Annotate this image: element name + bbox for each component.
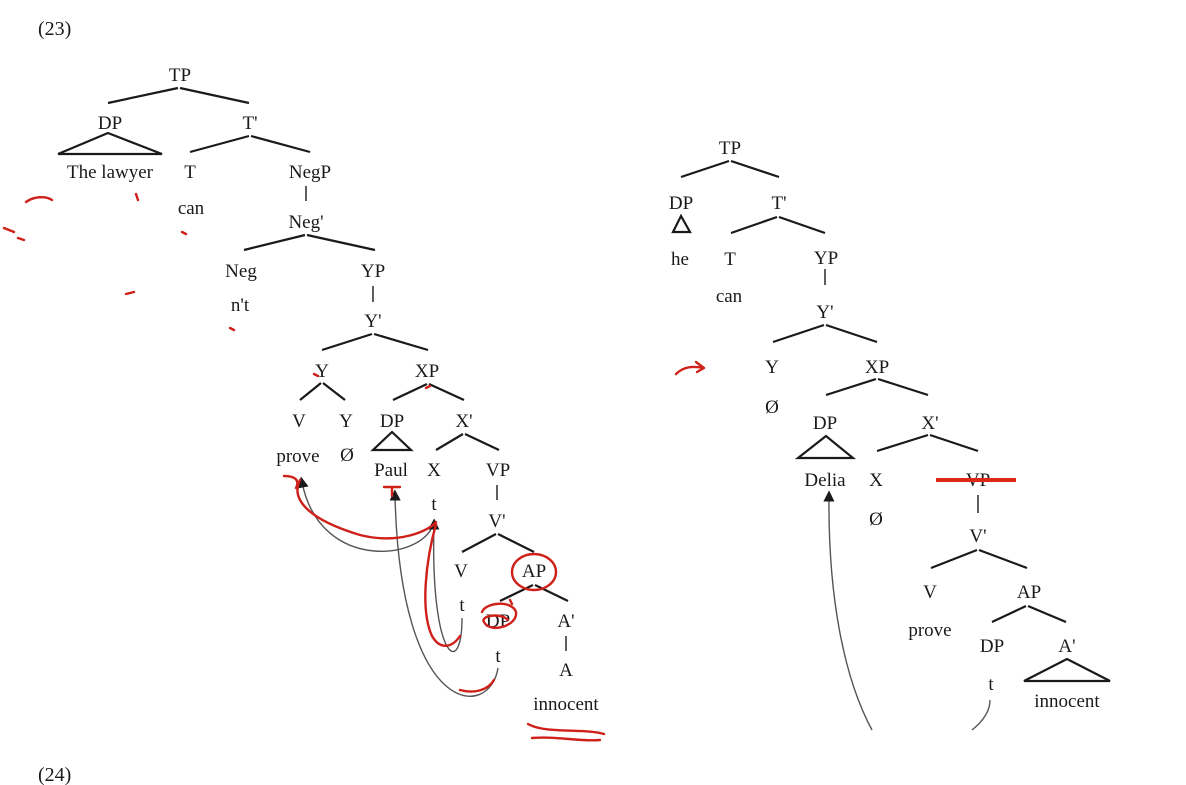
leaf-paul: Paul [374, 460, 408, 481]
leaf-trace-v: t [459, 595, 465, 616]
node-yp: YP [361, 261, 385, 282]
leaf-nt: n't [231, 295, 250, 316]
node-y-bar: Y' [816, 302, 833, 323]
leaf-null-y: Ø [340, 445, 354, 466]
node-v: V [923, 582, 937, 603]
node-t: T [724, 249, 736, 270]
node-xp: XP [415, 361, 439, 382]
example-number-24: (24) [38, 764, 71, 785]
node-negp: NegP [289, 162, 331, 183]
node-tp: TP [169, 65, 191, 86]
leaf-trace: t [988, 674, 994, 695]
left-tree-red-annotations [2, 192, 606, 742]
node-yp: YP [814, 248, 838, 269]
node-dp-lower: DP [980, 636, 1004, 657]
leaf-null-y: Ø [765, 397, 779, 418]
right-tree-branches [671, 159, 1111, 683]
left-tree-branches [57, 86, 569, 651]
leaf-the-lawyer: The lawyer [67, 162, 154, 183]
node-dp-paul: DP [380, 411, 404, 432]
leaf-null-x: Ø [869, 509, 883, 530]
node-y: Y [765, 357, 779, 378]
node-x-bar: X' [455, 411, 472, 432]
node-xp: XP [865, 357, 889, 378]
leaf-trace-dp: t [495, 646, 501, 667]
leaf-innocent: innocent [1034, 691, 1100, 712]
right-tree-red-annotations [674, 360, 1016, 482]
node-v-lower: V [454, 561, 468, 582]
leaf-he: he [671, 249, 689, 270]
example-number-23: (23) [38, 18, 71, 40]
node-v-bar: V' [969, 526, 986, 547]
node-y: Y [315, 361, 329, 382]
right-tree: TP DP T' he T YP can Y' Y XP Ø DP X' Del… [669, 138, 1111, 731]
node-x: X [869, 470, 883, 491]
node-tp: TP [719, 138, 741, 159]
right-tree-labels: TP DP T' he T YP can Y' Y XP Ø DP X' Del… [669, 138, 1101, 712]
node-ap: AP [522, 561, 546, 582]
node-x: X [427, 460, 441, 481]
node-dp: DP [669, 193, 693, 214]
leaf-trace-x: t [431, 494, 437, 515]
node-a: A [559, 660, 573, 681]
left-tree: TP DP T' The lawyer T NegP can Neg' Neg … [2, 65, 606, 742]
node-neg: Neg [225, 261, 257, 282]
node-y-head: Y [339, 411, 353, 432]
leaf-can: can [716, 286, 743, 307]
node-vp: VP [486, 460, 510, 481]
node-a-bar: A' [1058, 636, 1075, 657]
right-tree-movement-arrow [823, 490, 991, 731]
node-v-bar: V' [488, 511, 505, 532]
leaf-delia: Delia [804, 470, 846, 491]
node-t-bar: T' [771, 193, 786, 214]
left-tree-movement-arrows [297, 476, 499, 697]
node-v: V [292, 411, 306, 432]
node-x-bar: X' [921, 413, 938, 434]
leaf-innocent: innocent [533, 694, 599, 715]
leaf-prove: prove [276, 446, 319, 467]
leaf-can: can [178, 198, 205, 219]
leaf-prove: prove [908, 620, 951, 641]
node-t: T [184, 162, 196, 183]
node-t-bar: T' [242, 113, 257, 134]
node-a-bar: A' [557, 611, 574, 632]
node-dp-delia: DP [813, 413, 837, 434]
node-dp: DP [98, 113, 122, 134]
left-tree-labels: TP DP T' The lawyer T NegP can Neg' Neg … [67, 65, 599, 715]
node-ap: AP [1017, 582, 1041, 603]
node-y-bar: Y' [364, 311, 381, 332]
node-neg-bar: Neg' [288, 212, 323, 233]
